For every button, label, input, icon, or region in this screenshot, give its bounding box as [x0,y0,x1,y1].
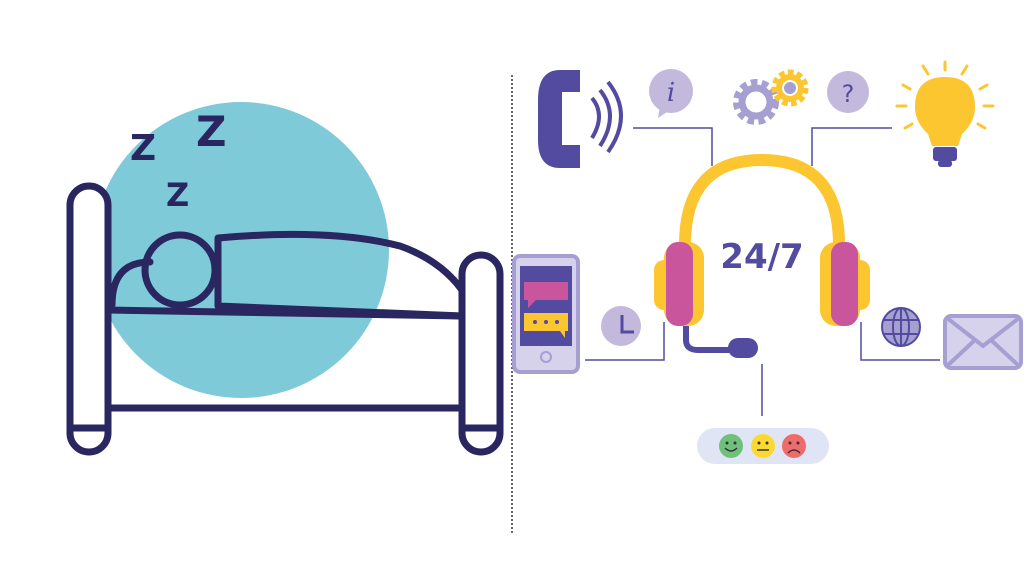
moon-circle [93,102,389,398]
hours-label: 24/7 [720,237,803,277]
z-letter: Z [196,107,226,156]
question-icon: ? [827,71,869,113]
smartphone-chat-icon [512,254,580,374]
phone-icon [538,70,623,168]
question-mark: ? [842,80,855,108]
envelope-icon [943,314,1023,370]
info-letter: i [667,78,675,108]
bed-icon [66,182,504,456]
feedback-faces [697,428,829,464]
happy-face-icon [719,434,743,458]
globe-icon [881,307,921,347]
z-letter: Z [130,128,156,169]
info-bubble-icon: i [649,69,693,118]
support-illustration: i ? [512,60,1023,464]
sleep-illustration: Z Z Z [66,102,504,456]
gears-icon [733,69,809,125]
neutral-face-icon [751,434,775,458]
sad-face-icon [782,434,806,458]
connector-lines [585,127,940,416]
clock-icon [601,306,641,346]
z-letter: Z [166,176,189,214]
lightbulb-icon [895,60,995,167]
headset-icon [654,153,870,358]
